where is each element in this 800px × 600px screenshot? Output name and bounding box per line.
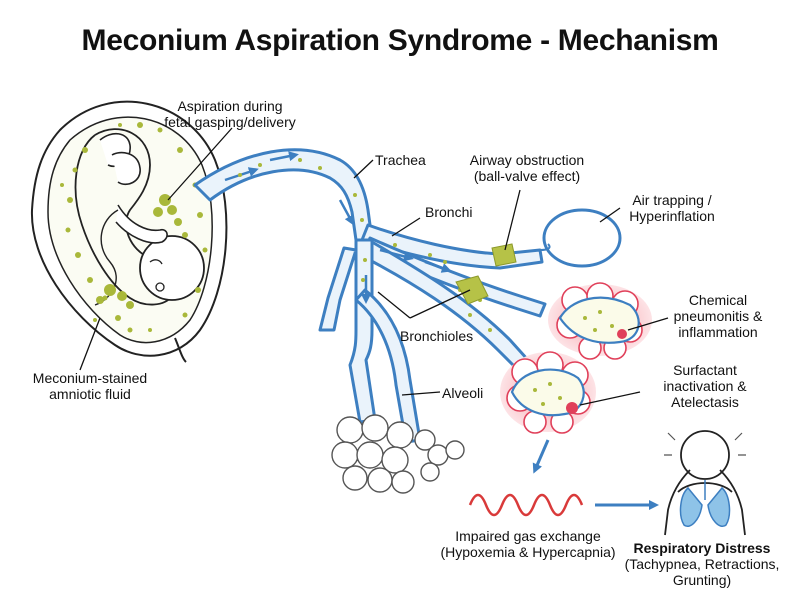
meconium-plugs xyxy=(455,243,517,305)
healthy-alveoli xyxy=(331,414,465,494)
diagram-title: Meconium Aspiration Syndrome - Mechanism xyxy=(81,24,719,57)
uterus-fetus-illustration xyxy=(30,100,228,363)
label-bronchi: Bronchi xyxy=(425,204,473,220)
airway-tree xyxy=(193,148,547,444)
inflamed-alveoli-cluster xyxy=(548,282,652,360)
label-gas-exchange: Impaired gas exchange(Hypoxemia & Hyperc… xyxy=(440,528,616,560)
collapsed-alveoli-cluster xyxy=(500,351,596,434)
label-alveoli: Alveoli xyxy=(442,385,484,401)
label-airway-obstruction: Airway obstruction(ball-valve effect) xyxy=(469,152,585,184)
label-respiratory-distress: Respiratory Distress(Tachypnea, Retracti… xyxy=(624,540,780,588)
arrow-to-gas-exchange xyxy=(532,439,550,474)
child-figure xyxy=(664,430,746,536)
label-bronchioles: Bronchioles xyxy=(400,328,474,344)
hyperinflated-alveolus xyxy=(539,208,622,268)
label-air-trapping: Air trapping /Hyperinflation xyxy=(629,192,715,224)
leader-lines xyxy=(79,127,669,406)
gas-exchange-wave xyxy=(468,493,584,517)
label-trachea: Trachea xyxy=(375,152,426,168)
